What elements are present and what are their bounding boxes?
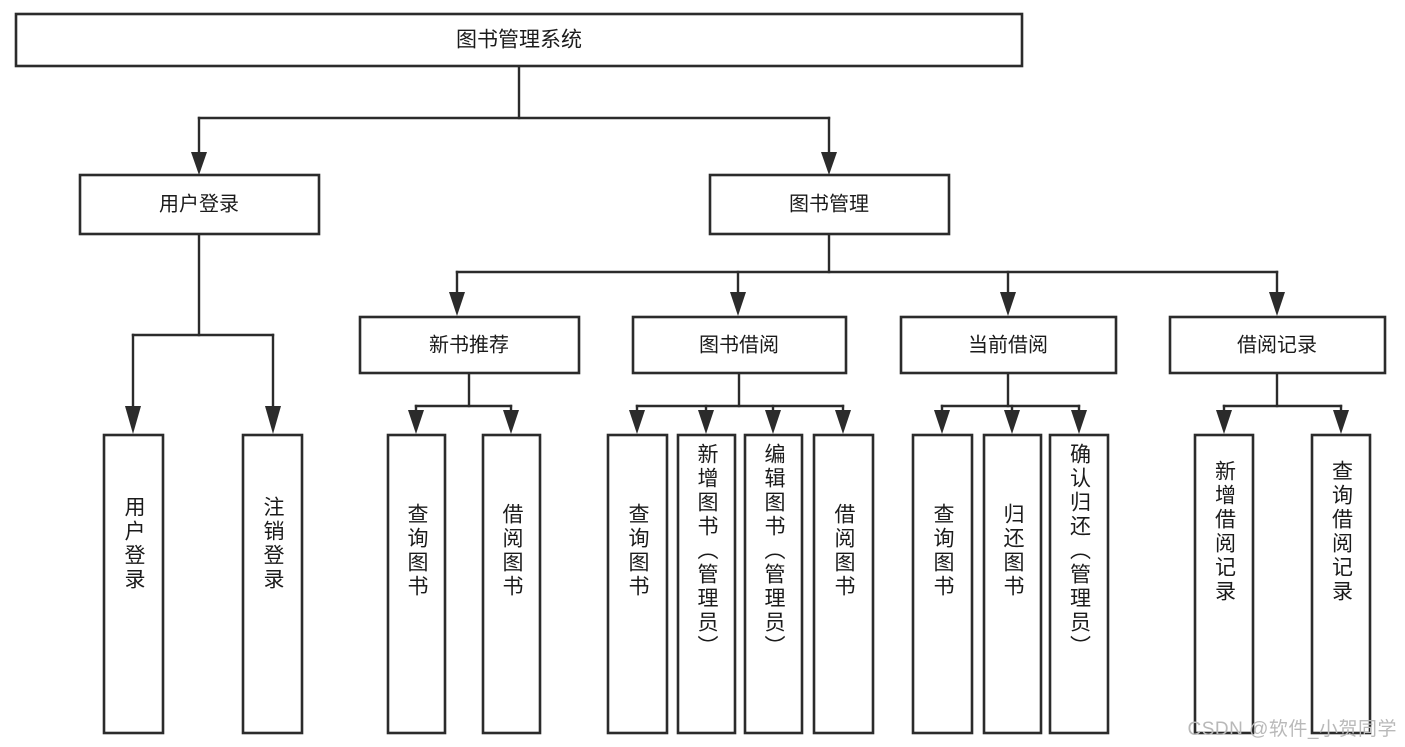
- arrow-leaf-13: [1333, 410, 1349, 434]
- node-leaf-9[interactable]: [911, 433, 974, 735]
- node-current-borrow[interactable]: [899, 315, 1118, 375]
- node-root-label: 图书管理系统: [456, 29, 582, 52]
- arrow-leaf-3: [408, 410, 424, 434]
- node-leaf-4[interactable]: [481, 433, 542, 735]
- arrow-to-user-login: [191, 152, 207, 175]
- arrow-leaf-4: [503, 410, 519, 434]
- csdn-watermark: CSDN @软件_小贺同学: [1187, 719, 1397, 740]
- node-book-manage[interactable]: [708, 173, 951, 236]
- node-current-borrow-label: 当前借阅: [968, 333, 1048, 356]
- node-new-book-rec-label: 新书推荐: [429, 333, 509, 356]
- arrow-book-borrow: [730, 292, 746, 316]
- arrow-leaf-12: [1216, 410, 1232, 434]
- node-layer: 图书管理系统 用户登录 图书管理 新书推荐 图书借阅 当前借阅 借阅记录: [14, 12, 1387, 735]
- node-user-login-label: 用户登录: [159, 192, 239, 215]
- arrow-borrow-record: [1269, 292, 1285, 316]
- node-leaf-3[interactable]: [386, 433, 447, 735]
- arrow-leaf-5: [629, 410, 645, 434]
- node-leaf-5[interactable]: [606, 433, 669, 735]
- node-borrow-record[interactable]: [1168, 315, 1387, 375]
- node-leaf-2[interactable]: [241, 433, 304, 735]
- arrow-leaf-6: [698, 410, 714, 434]
- node-book-borrow[interactable]: [631, 315, 848, 375]
- arrow-leaf-11: [1071, 410, 1087, 434]
- node-leaf-11[interactable]: [1048, 433, 1110, 735]
- node-book-manage-label: 图书管理: [789, 192, 869, 215]
- node-leaf-1[interactable]: [102, 433, 165, 735]
- node-leaf-12[interactable]: [1193, 433, 1255, 735]
- arrow-current-borrow: [1000, 292, 1016, 316]
- node-leaf-7[interactable]: [743, 433, 804, 735]
- node-root[interactable]: [14, 12, 1024, 68]
- node-leaf-10[interactable]: [982, 433, 1043, 735]
- node-leaf-6[interactable]: [676, 433, 737, 735]
- arrow-leaf-1: [125, 406, 141, 434]
- arrow-to-book-manage: [821, 152, 837, 175]
- arrow-leaf-10: [1004, 410, 1020, 434]
- arrow-leaf-9: [934, 410, 950, 434]
- arrow-leaf-2: [265, 406, 281, 434]
- node-borrow-record-label: 借阅记录: [1237, 333, 1317, 356]
- arrow-new-book-rec: [449, 292, 465, 316]
- node-leaf-13[interactable]: [1310, 433, 1372, 735]
- connector-layer: [125, 64, 1349, 434]
- node-new-book-rec[interactable]: [358, 315, 581, 375]
- arrow-leaf-8: [835, 410, 851, 434]
- node-user-login[interactable]: [78, 173, 321, 236]
- node-leaf-8[interactable]: [812, 433, 875, 735]
- node-book-borrow-label: 图书借阅: [699, 333, 779, 356]
- arrow-leaf-7: [765, 410, 781, 434]
